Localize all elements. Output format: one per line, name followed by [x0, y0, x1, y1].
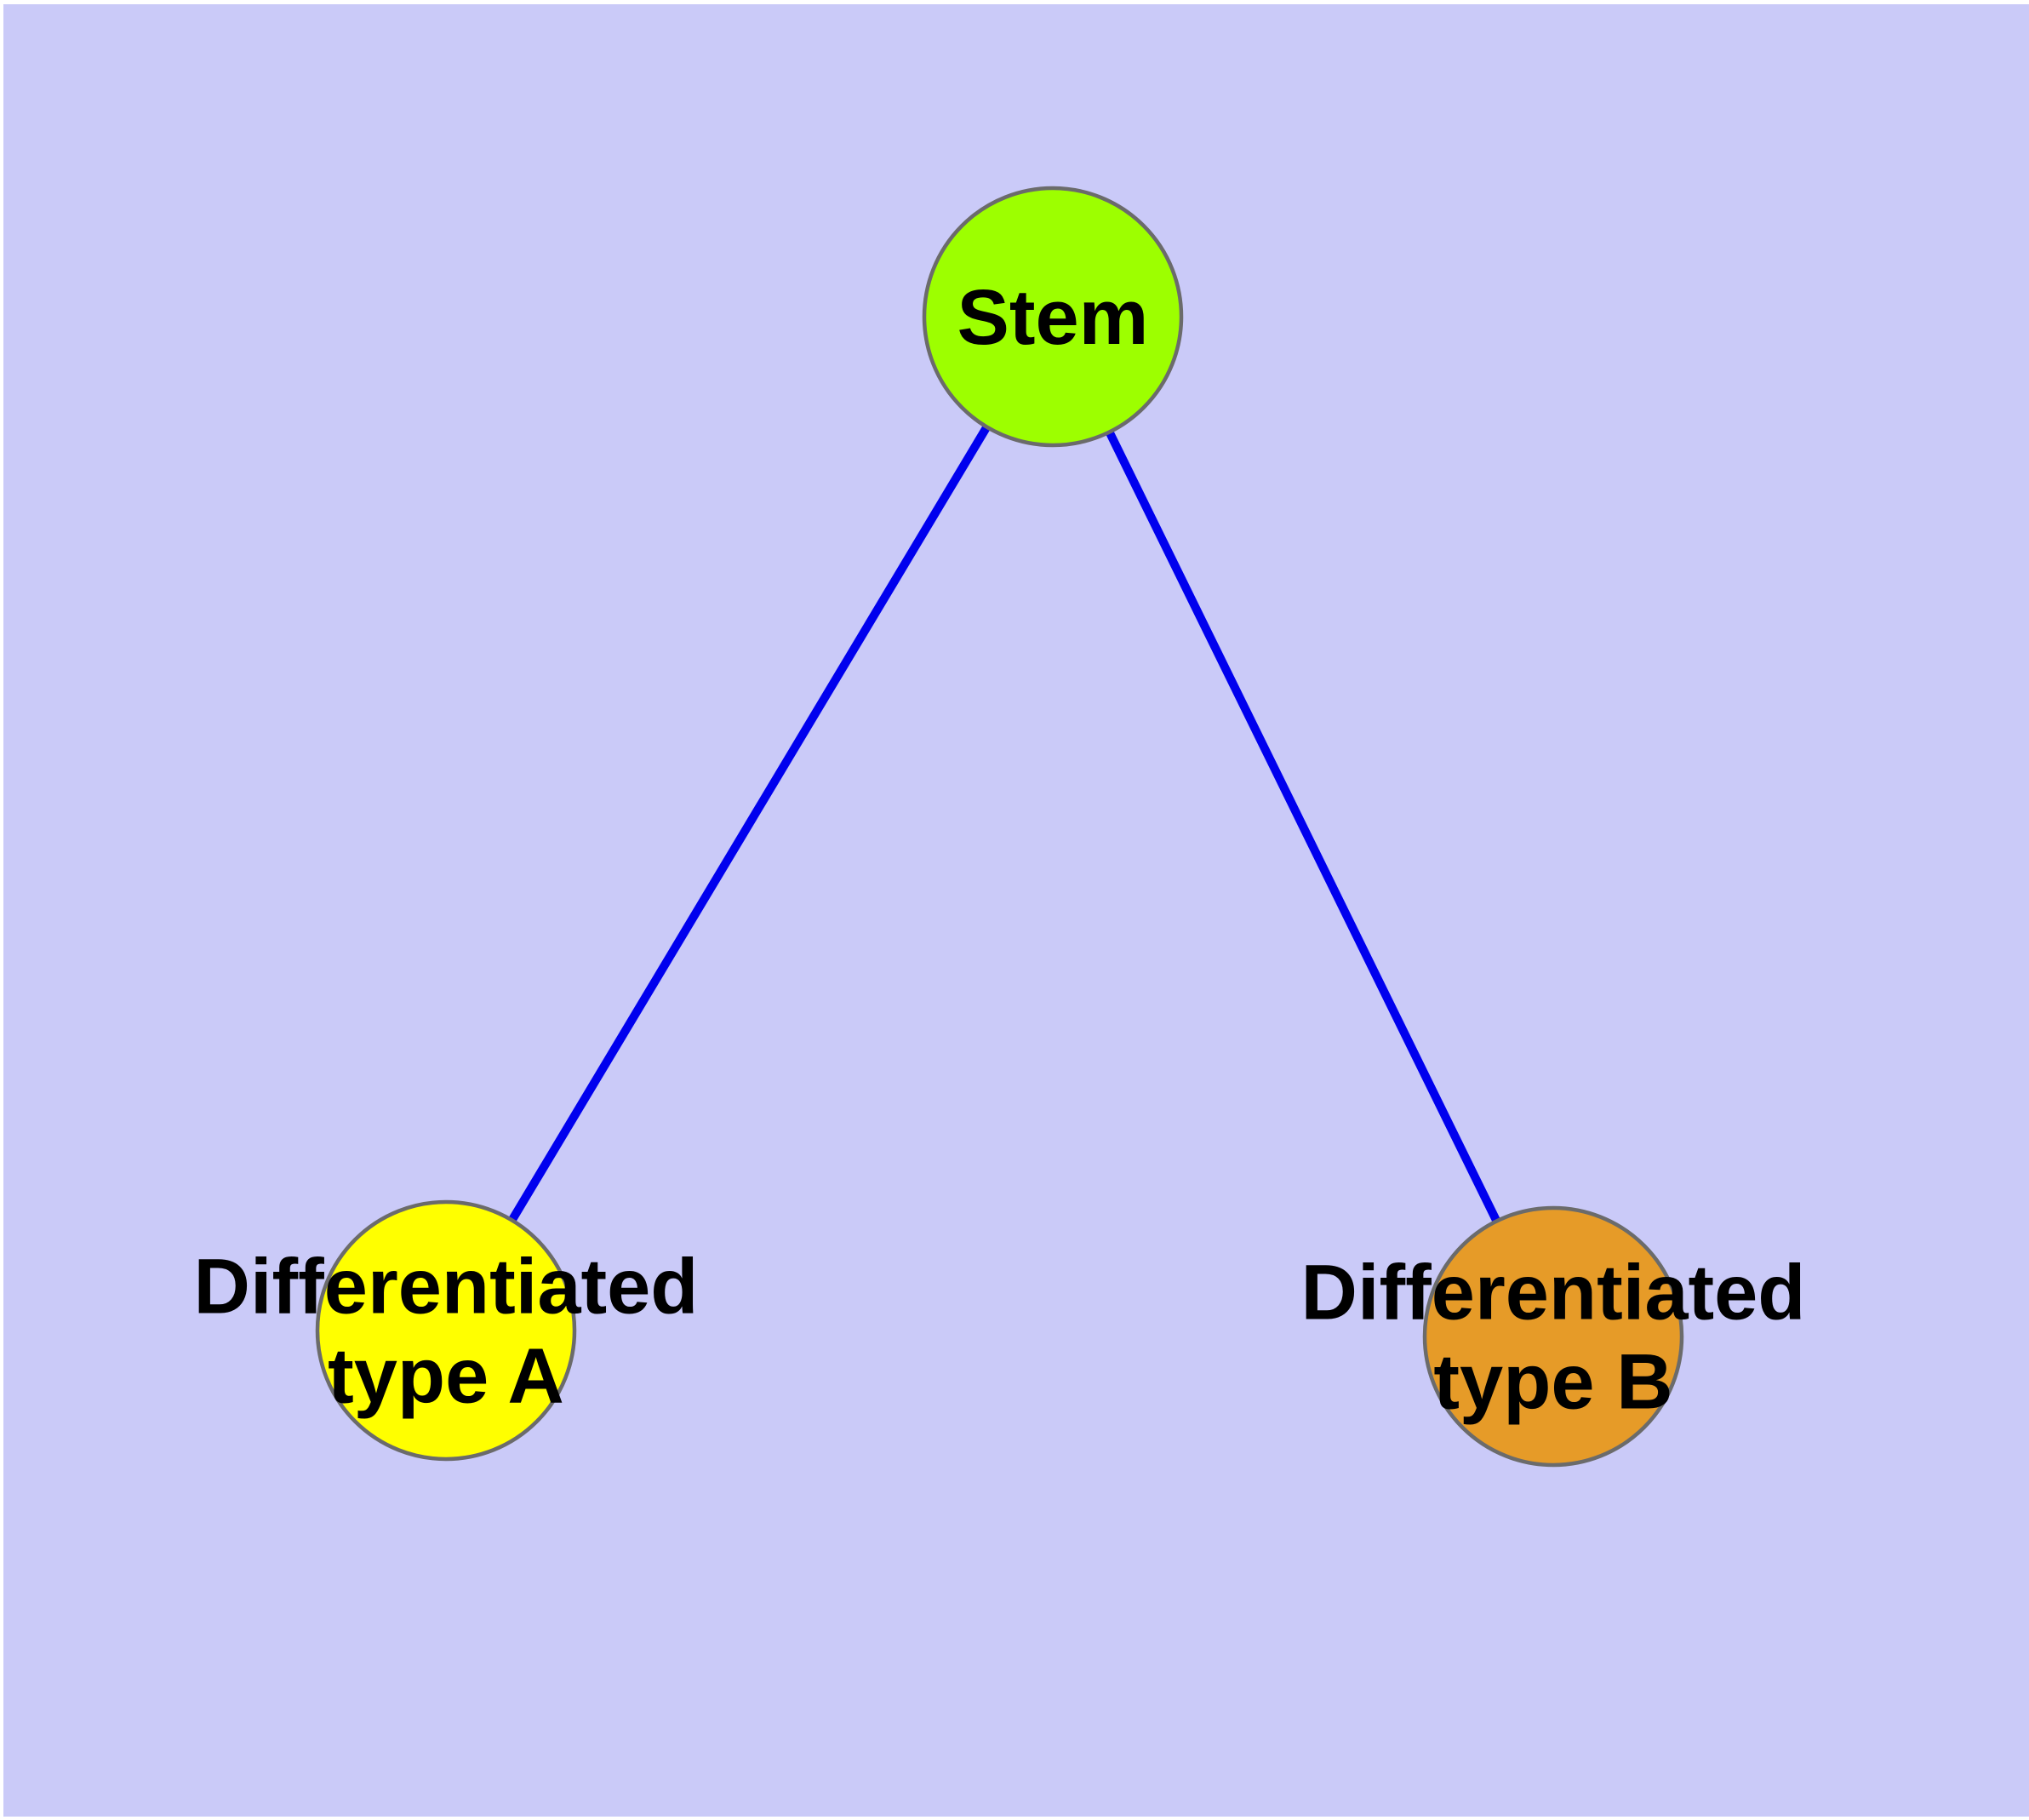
edges-layer — [442, 314, 1557, 1339]
node-label-line: Differentiated — [194, 1244, 699, 1331]
node-label-line: Stem — [957, 274, 1149, 361]
node-label-line: Differentiated — [1301, 1250, 1806, 1336]
node-label-line: type B — [1433, 1339, 1672, 1426]
node-label-stem: Stem — [957, 274, 1149, 361]
edge-stem-type-a — [442, 314, 1057, 1333]
node-stem: Stem — [922, 186, 1184, 448]
node-circle-type-a — [315, 1199, 577, 1462]
node-label-line: type A — [328, 1333, 564, 1420]
node-circle-stem — [922, 186, 1184, 448]
node-circle-type-b — [1422, 1205, 1684, 1468]
edge-stem-type-b — [1049, 314, 1557, 1339]
